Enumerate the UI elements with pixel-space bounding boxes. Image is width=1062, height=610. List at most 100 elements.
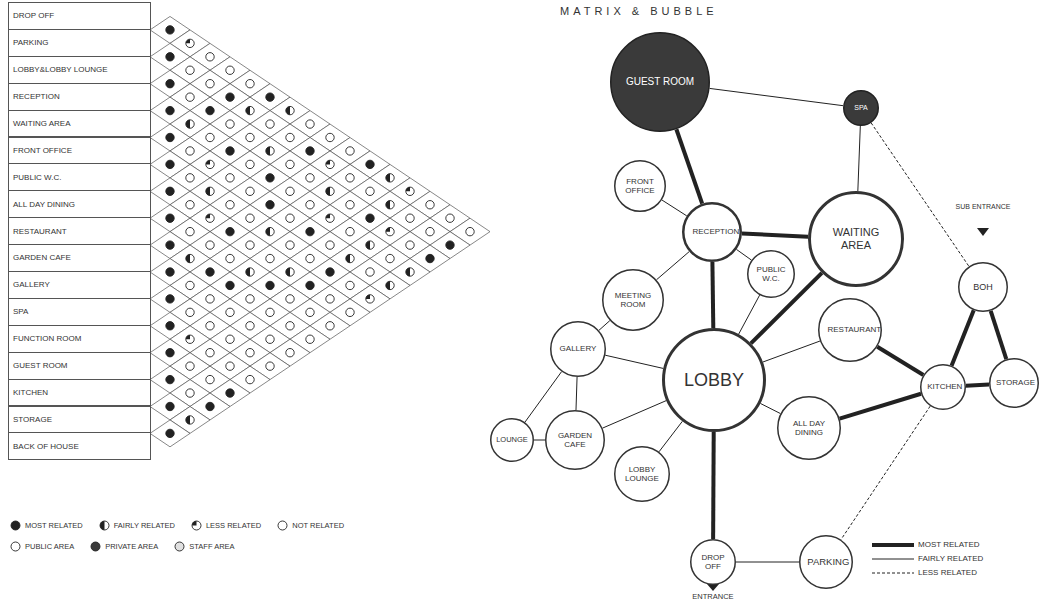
bubble-label: GUEST ROOM <box>626 76 694 88</box>
space-bubble: LOBBY LOUNGE <box>614 446 670 502</box>
relation-symbol-fill <box>386 281 390 289</box>
relation-symbol <box>446 214 454 222</box>
entrance-arrow <box>707 584 719 591</box>
relation-symbol <box>326 187 334 195</box>
space-bubble: KITCHEN <box>920 364 966 410</box>
bubble-label: FRONT OFFICE <box>621 177 659 195</box>
relation-symbol-fill <box>192 521 197 526</box>
relation-symbol <box>166 214 174 222</box>
relation-symbol <box>186 227 194 235</box>
relation-symbol <box>186 281 194 289</box>
relation-symbol-fill <box>266 147 270 155</box>
matrix-row: ALL DAY DINING <box>8 190 151 218</box>
relation-line <box>710 88 844 105</box>
relation-symbol-fill <box>186 120 190 128</box>
relation-symbol <box>386 201 394 209</box>
bubble-label: LOBBY <box>684 370 744 391</box>
relation-symbol <box>186 416 194 424</box>
legend-item: PRIVATE AREA <box>90 541 158 552</box>
relation-symbol <box>286 160 294 168</box>
relation-symbol-fill <box>286 106 290 114</box>
bubble-circle <box>603 270 664 331</box>
space-bubble: GALLERY <box>550 321 606 377</box>
relation-symbol <box>100 521 109 530</box>
space-bubble: WAITING AREA <box>808 191 904 287</box>
bubble-label: DROP OFF <box>698 553 728 571</box>
relation-symbol <box>246 160 254 168</box>
legend-group: MOST RELATEDFAIRLY RELATEDLESS RELATED <box>872 540 983 577</box>
relation-symbol <box>246 295 254 303</box>
legend-line-sample <box>872 555 914 563</box>
bubble-circle <box>819 299 882 362</box>
entrance-arrow <box>977 228 989 236</box>
legend-symbol <box>191 520 202 531</box>
relation-line <box>739 295 760 334</box>
relation-symbol <box>266 254 274 262</box>
matrix-row: BACK OF HOUSE <box>8 432 151 460</box>
bubble-circle <box>959 263 1008 312</box>
relation-symbol <box>326 160 334 168</box>
legend-text: FAIRLY RELATED <box>918 554 983 563</box>
legend-text: LESS RELATED <box>206 521 261 530</box>
relation-line <box>991 311 1007 359</box>
row-label: ALL DAY DINING <box>13 200 75 209</box>
relation-symbol <box>226 147 234 155</box>
bubble-label: ALL DAY DINING <box>785 419 833 437</box>
relation-symbol <box>166 322 174 330</box>
relation-symbol <box>366 241 374 249</box>
matrix-row: WAITING AREA <box>8 110 151 138</box>
relation-line <box>662 200 687 216</box>
relation-symbol <box>306 120 314 128</box>
row-label: SPA <box>13 307 28 316</box>
relation-symbol <box>246 133 254 141</box>
space-bubble: DROP OFF <box>690 539 736 585</box>
relation-symbol <box>186 335 194 343</box>
bubble-circle <box>748 251 795 298</box>
bubble-circle <box>664 330 765 431</box>
legend-item: NOT RELATED <box>277 520 344 531</box>
relation-symbol <box>266 201 274 209</box>
relation-symbol <box>166 106 174 114</box>
relation-symbol <box>186 120 194 128</box>
row-label: KITCHEN <box>13 388 48 397</box>
relation-symbol <box>286 241 294 249</box>
relation-symbol-fill <box>206 187 210 195</box>
relation-symbol <box>186 201 194 209</box>
relation-symbol-fill <box>186 39 190 43</box>
relation-symbol <box>186 39 194 47</box>
bubble-circle <box>551 322 606 377</box>
relation-symbol <box>266 335 274 343</box>
relation-symbol <box>206 106 214 114</box>
bubble-label: PUBLIC W.C. <box>755 265 788 283</box>
relation-line <box>603 401 667 429</box>
relation-line <box>736 562 799 563</box>
relation-symbol <box>206 322 214 330</box>
legend-symbol <box>99 520 110 531</box>
relation-symbol <box>246 268 254 276</box>
relation-symbol-fill <box>100 521 105 530</box>
relation-line <box>736 249 751 260</box>
relation-symbol <box>206 349 214 357</box>
space-bubble: LOUNGE <box>490 418 534 462</box>
relation-symbol <box>286 214 294 222</box>
row-label: WAITING AREA <box>13 119 71 128</box>
legend-text: NOT RELATED <box>292 521 344 530</box>
relation-symbol <box>186 66 194 74</box>
relation-symbol <box>226 93 234 101</box>
legend-symbol <box>277 520 288 531</box>
space-bubble: RESTAURANT <box>818 298 882 362</box>
relation-line <box>877 347 923 375</box>
relation-symbol <box>246 322 254 330</box>
relation-symbol <box>246 187 254 195</box>
relation-symbol <box>346 308 354 316</box>
relation-symbol <box>306 147 314 155</box>
relation-symbol <box>166 375 174 383</box>
relation-symbol <box>306 174 314 182</box>
bubble-label: WAITING AREA <box>820 226 892 251</box>
relation-symbol <box>366 187 374 195</box>
legend-text: PRIVATE AREA <box>105 542 158 551</box>
relation-symbol <box>226 174 234 182</box>
legend-line <box>872 572 914 573</box>
